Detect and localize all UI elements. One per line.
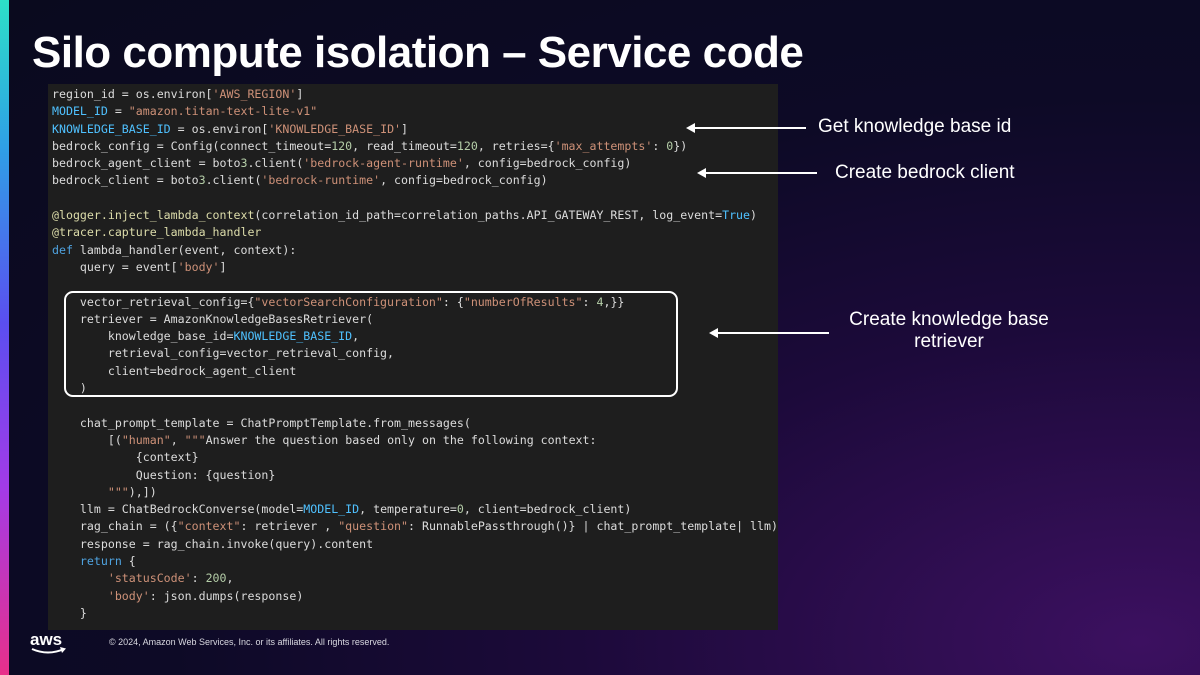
code-line: @tracer.capture_lambda_handler [52, 225, 262, 240]
code-line: client=bedrock_agent_client [52, 363, 297, 378]
code-line: bedrock_agent_client = boto3.client('bed… [52, 156, 632, 171]
code-line: @logger.inject_lambda_context(correlatio… [52, 208, 757, 223]
arrow-left-icon [697, 168, 817, 178]
code-line: chat_prompt_template = ChatPromptTemplat… [52, 415, 471, 430]
code-line: knowledge_base_id=KNOWLEDGE_BASE_ID, [52, 329, 360, 344]
code-block: region_id = os.environ['AWS_REGION'] MODE… [52, 86, 778, 622]
code-line: bedrock_config = Config(connect_timeout=… [52, 138, 688, 153]
code-line: Question: {question} [52, 467, 276, 482]
code-panel: region_id = os.environ['AWS_REGION'] MODE… [48, 84, 778, 630]
code-line: } [52, 605, 87, 620]
code-line: 'body': json.dumps(response) [107, 588, 304, 603]
code-line: [("human", """Answer the question based … [52, 432, 597, 447]
code-line: retriever = AmazonKnowledgeBasesRetrieve… [52, 311, 374, 326]
aws-logo-icon: aws [30, 630, 66, 654]
code-line: llm = ChatBedrockConverse(model=MODEL_ID… [52, 502, 632, 517]
code-line: KNOWLEDGE_BASE_ID = os.environ['KNOWLEDG… [52, 121, 409, 136]
code-line: 'statusCode': 200, [107, 571, 234, 586]
code-line: return { [79, 554, 136, 569]
code-line: vector_retrieval_config={"vectorSearchCo… [52, 294, 625, 309]
code-line: def lambda_handler(event, context): [52, 242, 297, 257]
code-line: bedrock_client = boto3.client('bedrock-r… [52, 173, 548, 188]
code-line: {context} [52, 450, 199, 465]
retriever-highlight-box [64, 291, 678, 397]
aws-logo-text: aws [30, 630, 62, 649]
arrow-left-icon [709, 328, 829, 338]
code-line: retrieval_config=vector_retrieval_config… [52, 346, 395, 361]
copyright-notice: © 2024, Amazon Web Services, Inc. or its… [109, 637, 390, 647]
accent-gradient-bar [0, 0, 9, 675]
code-line: response = rag_chain.invoke(query).conte… [52, 536, 374, 551]
annotation-retriever: Create knowledge base retriever [838, 309, 1060, 353]
annotation-retriever-line2: retriever [914, 331, 984, 352]
annotation-bedrock-client: Create bedrock client [835, 162, 1015, 183]
code-line: """),]) [107, 484, 157, 499]
code-line [52, 397, 778, 414]
slide-title: Silo compute isolation – Service code [32, 28, 804, 77]
code-line: ) [52, 381, 87, 396]
code-line: query = event['body'] [52, 259, 227, 274]
arrow-left-icon [686, 123, 806, 133]
code-line: rag_chain = ({"context": retriever , "qu… [52, 519, 778, 534]
annotation-retriever-line1: Create knowledge base [849, 309, 1049, 330]
aws-logo: aws [29, 630, 69, 661]
code-line: region_id = os.environ['AWS_REGION'] [52, 87, 304, 101]
annotation-knowledge-base-id: Get knowledge base id [818, 116, 1012, 137]
code-line [52, 190, 778, 207]
code-line: MODEL_ID = "amazon.titan-text-lite-v1" [52, 104, 318, 119]
